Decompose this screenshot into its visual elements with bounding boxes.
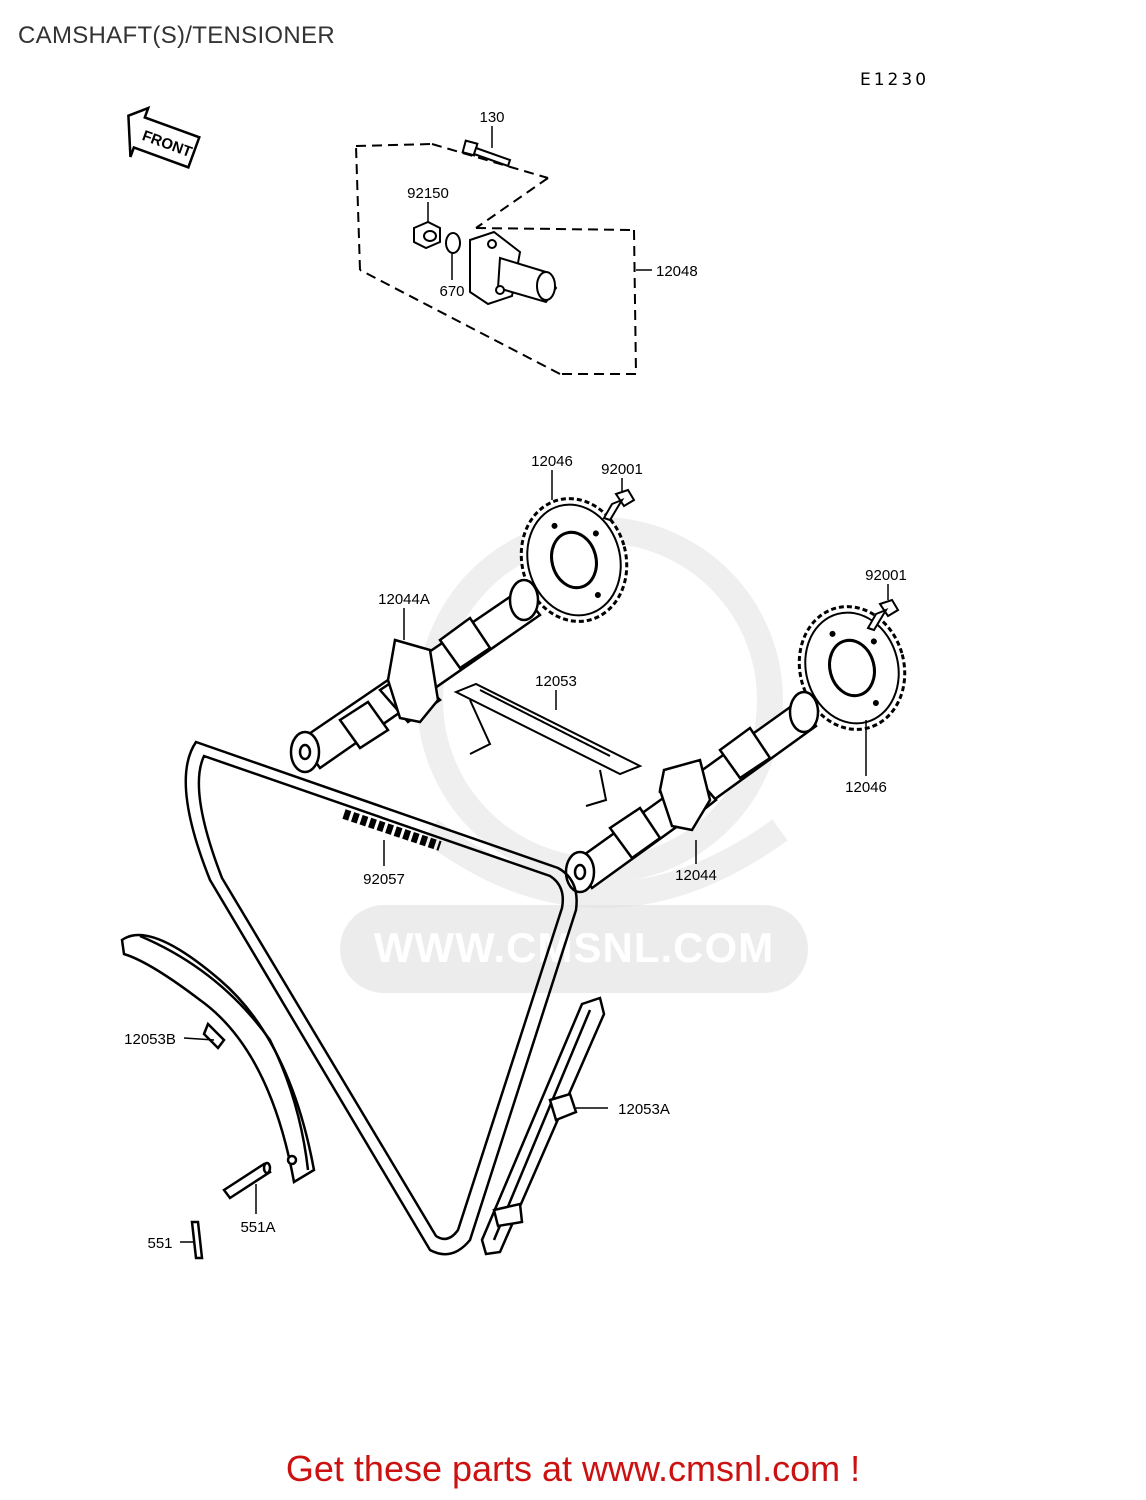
camshaft-12044A-icon bbox=[289, 578, 542, 774]
chain-92057-icon bbox=[184, 740, 578, 1256]
guide-12053A-icon bbox=[480, 996, 606, 1256]
footer-link[interactable]: Get these parts at www.cmsnl.com ! bbox=[285, 1448, 861, 1489]
label-12044: 12044 bbox=[675, 867, 717, 884]
tensioner-12048-icon bbox=[469, 230, 558, 306]
tensioner-group-outline bbox=[355, 143, 637, 375]
label-551: 551 bbox=[147, 1235, 172, 1252]
label-12048: 12048 bbox=[656, 263, 698, 280]
guide-12053B-icon bbox=[120, 933, 316, 1185]
pin-551A-icon bbox=[222, 1161, 272, 1200]
label-92001-right: 92001 bbox=[865, 567, 907, 584]
camshaft-12044-icon bbox=[564, 690, 820, 894]
label-12046-top: 12046 bbox=[531, 453, 573, 470]
plug-92150-icon bbox=[413, 220, 441, 250]
label-12053: 12053 bbox=[535, 673, 577, 690]
leader-lines bbox=[180, 126, 889, 1243]
bolt-92001-top-icon bbox=[602, 488, 636, 522]
bolt-92001-right-icon bbox=[866, 598, 900, 632]
label-12053B: 12053B bbox=[124, 1031, 176, 1048]
sprocket-12046-top-icon bbox=[519, 497, 629, 623]
watermark-text: WWW.CMSNL.COM bbox=[373, 924, 775, 971]
label-12044A: 12044A bbox=[378, 591, 430, 608]
front-arrow-icon: FRONT bbox=[127, 105, 201, 169]
page-title: CAMSHAFT(S)/TENSIONER bbox=[18, 22, 335, 49]
label-551A: 551A bbox=[240, 1219, 275, 1236]
label-92150: 92150 bbox=[407, 185, 449, 202]
guide-12053-icon bbox=[453, 682, 643, 807]
label-92057: 92057 bbox=[363, 871, 405, 888]
label-130: 130 bbox=[479, 109, 504, 126]
label-12053A: 12053A bbox=[618, 1101, 670, 1118]
diagram-code: E1230 bbox=[860, 70, 930, 90]
label-92001-top: 92001 bbox=[601, 461, 643, 478]
bolt-130-icon bbox=[461, 139, 512, 168]
oring-670-icon bbox=[445, 232, 461, 254]
label-670: 670 bbox=[439, 283, 464, 300]
pin-551-icon bbox=[190, 1220, 204, 1260]
label-12046-right: 12046 bbox=[845, 779, 887, 796]
parts-diagram: FRONT bbox=[120, 105, 907, 1260]
